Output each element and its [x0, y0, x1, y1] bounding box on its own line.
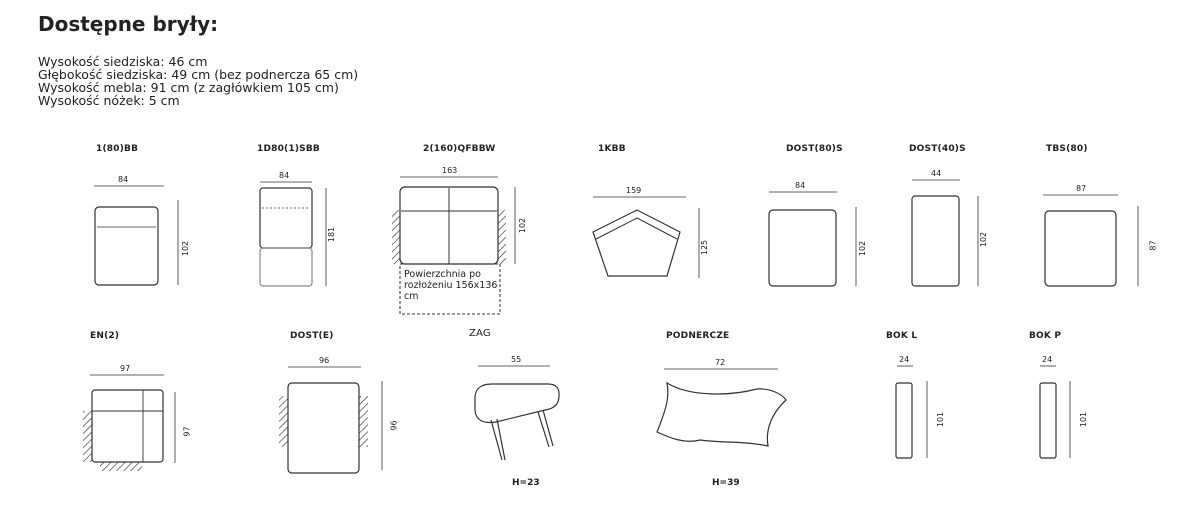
module-label-1kbb: 1KBB [598, 144, 626, 154]
dim-depth-bok-l: 101 [936, 411, 946, 428]
module-label-tbs-80: TBS(80) [1046, 144, 1088, 154]
module-label-1d80-1-sbb: 1D80(1)SBB [257, 144, 320, 154]
module-zag-shape [474, 365, 560, 461]
dim-depth-dost-80-s: 102 [858, 240, 868, 257]
dim-depth-en-2: 97 [182, 426, 192, 437]
module-dost-40-s-shape [911, 179, 979, 287]
dim-width-1-80-bb: 84 [118, 175, 129, 184]
spec-seat-height: Wysokość siedziska: 46 cm [38, 54, 208, 69]
module-label-2-160-qfbbw: 2(160)QFBBW [423, 144, 496, 154]
dim-width-1d80-1-sbb: 84 [279, 171, 290, 180]
module-label-dost-e: DOST(E) [290, 331, 334, 341]
module-label-en-2: EN(2) [90, 331, 120, 341]
spec-legs-height: Wysokość nóżek: 5 cm [38, 93, 180, 108]
dim-width-en-2: 97 [120, 364, 131, 373]
dim-width-bok-p: 24 [1042, 355, 1053, 364]
unfolded-surface-note: Powierzchnia po rozłożeniu 156x136 cm [404, 269, 498, 302]
dim-depth-1kbb: 125 [700, 239, 710, 256]
module-label-dost-80-s: DOST(80)S [786, 144, 843, 154]
module-dost-80-s-shape [768, 191, 857, 287]
module-label-podnercze: PODNERCZE [666, 331, 730, 341]
module-podnercze-shape [656, 368, 787, 447]
dim-width-dost-40-s: 44 [931, 169, 942, 178]
module-bok-p-shape [1039, 365, 1071, 459]
dim-depth-dost-e: 96 [389, 420, 399, 431]
dim-width-zag: 55 [511, 355, 522, 364]
height-podnercze: H=39 [712, 478, 740, 488]
module-1-80-bb-shape [94, 185, 179, 286]
dim-depth-1-80-bb: 102 [181, 240, 191, 257]
dim-depth-2-160-qfbbw: 102 [518, 217, 528, 234]
dim-width-tbs-80: 87 [1076, 184, 1087, 193]
dim-depth-tbs-80: 87 [1148, 240, 1158, 251]
dim-depth-1d80-1-sbb: 181 [327, 226, 337, 243]
module-en-2-shape [83, 374, 176, 471]
dim-depth-dost-40-s: 102 [979, 231, 989, 248]
dim-width-dost-80-s: 84 [795, 181, 806, 190]
module-dost-e-shape [279, 366, 383, 474]
module-2-160-qfbbw-shape [392, 176, 516, 315]
dim-width-bok-l: 24 [899, 355, 910, 364]
module-label-bok-p: BOK P [1029, 331, 1062, 341]
module-1kbb-shape [592, 196, 700, 278]
module-label-bok-l: BOK L [886, 331, 918, 341]
spec-furniture-height: Wysokość mebla: 91 cm (z zagłówkiem 105 … [38, 80, 339, 95]
module-label-zag: ZAG [469, 328, 491, 339]
dim-depth-bok-p: 101 [1079, 411, 1089, 428]
module-1d80-1-sbb-shape [259, 181, 327, 287]
page-title: Dostępne bryły: [38, 12, 219, 36]
module-tbs-80-shape [1043, 194, 1139, 287]
module-label-dost-40-s: DOST(40)S [909, 144, 966, 154]
dim-width-2-160-qfbbw: 163 [442, 166, 458, 175]
dim-width-dost-e: 96 [319, 356, 330, 365]
spec-seat-depth: Głębokość siedziska: 49 cm (bez podnercz… [38, 67, 359, 82]
dim-width-1kbb: 159 [626, 186, 642, 195]
module-label-1-80-bb: 1(80)BB [96, 144, 139, 154]
height-zag: H=23 [512, 478, 540, 488]
dim-width-podnercze: 72 [715, 358, 726, 367]
module-bok-l-shape [895, 365, 928, 459]
